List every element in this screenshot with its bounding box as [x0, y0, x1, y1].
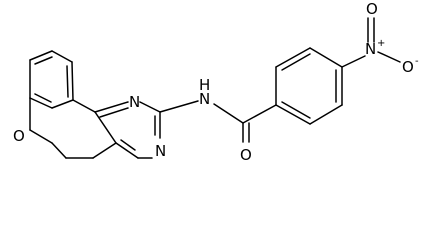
bond	[159, 100, 199, 113]
bond	[99, 107, 129, 118]
atom-labels: O N N N H O N + O O -	[13, 0, 419, 164]
bond	[34, 56, 53, 65]
bond	[309, 47, 343, 68]
atom-label-nitro-o-top: O	[366, 0, 378, 18]
atom-label-nitro-o-right: O	[402, 58, 414, 76]
charge-nitro-o: -	[415, 56, 419, 67]
charge-nitro-n: +	[377, 38, 385, 49]
bond	[34, 93, 52, 103]
bond	[66, 65, 69, 98]
atom-label-o-carbonyl: O	[240, 146, 252, 164]
bond	[72, 99, 96, 113]
bond	[281, 53, 311, 71]
bond	[213, 103, 244, 124]
bond	[115, 142, 139, 159]
bond	[51, 99, 74, 109]
bond	[29, 50, 53, 61]
atom-label-n-pyrimidine-bottom: N	[155, 142, 166, 160]
bond	[341, 55, 366, 68]
bonds	[29, 17, 401, 159]
molecule-structure: O N N N H O N + O O -	[13, 0, 419, 164]
bond	[94, 101, 129, 113]
bond	[92, 142, 117, 159]
bond	[29, 129, 53, 144]
bond	[275, 47, 311, 68]
bond	[51, 50, 73, 63]
bond	[51, 142, 67, 159]
bond	[120, 139, 136, 151]
atom-label-o-ring: O	[13, 127, 25, 145]
bond	[242, 104, 277, 124]
atom-label-nh-h: H	[199, 76, 210, 94]
bond	[29, 97, 53, 109]
bond	[275, 104, 311, 125]
atom-label-n-pyrimidine-top: N	[129, 93, 140, 111]
bond	[281, 101, 311, 119]
atom-label-nitro-n: N	[365, 40, 376, 58]
bond	[71, 61, 74, 101]
bond	[309, 104, 343, 125]
bond	[139, 101, 161, 113]
atom-label-nh-n: N	[199, 90, 210, 108]
bond	[377, 51, 401, 63]
bond	[94, 111, 117, 144]
